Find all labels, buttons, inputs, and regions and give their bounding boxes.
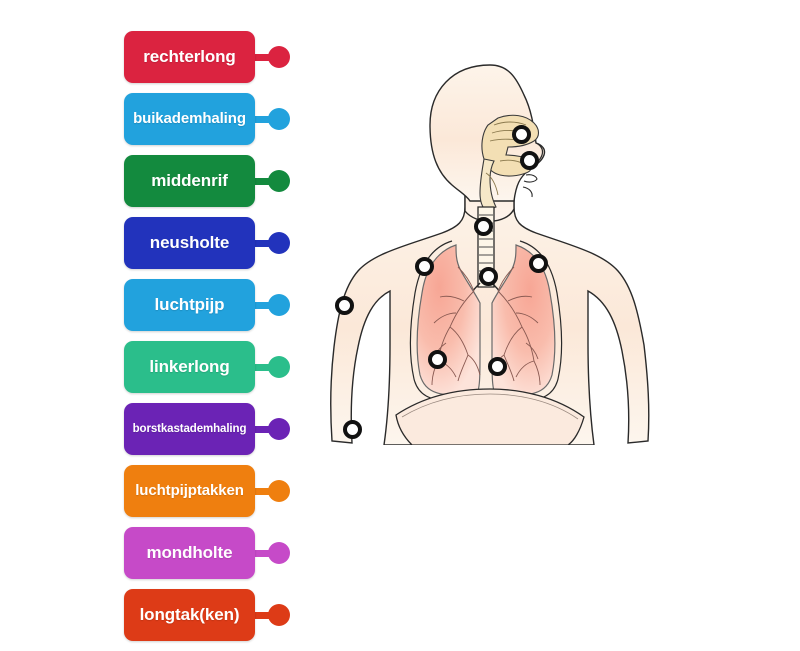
connector-knob[interactable]: [268, 108, 290, 130]
label-row: mondholte: [124, 527, 294, 579]
label-text: luchtpijptakken: [135, 482, 244, 500]
drop-target-chest-breathing[interactable]: [334, 295, 354, 315]
label-connector: [250, 46, 290, 68]
connector-knob[interactable]: [268, 542, 290, 564]
draggable-label-middenrif[interactable]: middenrif: [124, 155, 255, 207]
label-text: middenrif: [151, 171, 228, 191]
label-connector: [250, 232, 290, 254]
label-text: linkerlong: [149, 357, 230, 377]
label-row: luchtpijptakken: [124, 465, 294, 517]
pharynx: [479, 158, 497, 212]
label-connector: [250, 542, 290, 564]
chin-line: [522, 186, 533, 198]
drop-target-right-lung[interactable]: [414, 256, 434, 276]
diaphragm-inner-line: [401, 393, 579, 420]
drop-target-lung-lobe[interactable]: [427, 349, 447, 369]
connector-knob[interactable]: [268, 604, 290, 626]
lips-line: [523, 174, 538, 183]
connector-knob[interactable]: [268, 232, 290, 254]
connector-knob[interactable]: [268, 170, 290, 192]
label-row: rechterlong: [124, 31, 294, 83]
connector-stem: [250, 487, 270, 495]
draggable-label-neusholte[interactable]: neusholte: [124, 217, 255, 269]
drop-target-abdominal-breathing[interactable]: [342, 419, 362, 439]
label-text: luchtpijp: [154, 295, 225, 315]
respiratory-system-illustration: [330, 64, 650, 445]
label-row: buikademhaling: [124, 93, 294, 145]
draggable-label-rechterlong[interactable]: rechterlong: [124, 31, 255, 83]
label-connector: [250, 480, 290, 502]
drop-target-diaphragm[interactable]: [487, 356, 507, 376]
label-row: neusholte: [124, 217, 294, 269]
epiglottis-line: [485, 172, 499, 196]
draggable-label-luchtpijp[interactable]: luchtpijp: [124, 279, 255, 331]
connector-stem: [250, 53, 270, 61]
label-row: longtak(ken): [124, 589, 294, 641]
label-connector: [250, 294, 290, 316]
label-connector: [250, 170, 290, 192]
connector-stem: [250, 115, 270, 123]
connector-stem: [250, 239, 270, 247]
label-row: linkerlong: [124, 341, 294, 393]
draggable-label-luchtpijptakken[interactable]: luchtpijptakken: [124, 465, 255, 517]
label-connector: [250, 108, 290, 130]
drop-target-nasal-cavity[interactable]: [511, 124, 531, 144]
drop-target-bronchus[interactable]: [478, 266, 498, 286]
connector-knob[interactable]: [268, 480, 290, 502]
draggable-label-mondholte[interactable]: mondholte: [124, 527, 255, 579]
label-row: borstkastademhaling: [124, 403, 294, 455]
connector-stem: [250, 425, 270, 433]
label-text: neusholte: [149, 233, 230, 253]
connector-stem: [250, 301, 270, 309]
connector-stem: [250, 549, 270, 557]
activity-stage: rechterlong buikademhaling middenrif neusho…: [124, 31, 660, 641]
diaphragm: [395, 388, 585, 445]
draggable-label-buikademhaling[interactable]: buikademhaling: [124, 93, 255, 145]
label-text: longtak(ken): [139, 605, 240, 625]
draggable-label-longtakken[interactable]: longtak(ken): [124, 589, 255, 641]
drop-target-trachea-upper[interactable]: [473, 216, 493, 236]
draggable-label-linkerlong[interactable]: linkerlong: [124, 341, 255, 393]
drop-target-oral-cavity[interactable]: [519, 150, 539, 170]
connector-knob[interactable]: [268, 46, 290, 68]
draggable-label-borstkastademhaling[interactable]: borstkastademhaling: [124, 403, 255, 455]
drop-target-left-lung[interactable]: [528, 253, 548, 273]
connector-knob[interactable]: [268, 418, 290, 440]
label-list: rechterlong buikademhaling middenrif neusho…: [124, 31, 294, 651]
connector-knob[interactable]: [268, 294, 290, 316]
label-text: borstkastademhaling: [132, 422, 247, 435]
label-connector: [250, 604, 290, 626]
label-text: buikademhaling: [133, 110, 246, 128]
label-row: luchtpijp: [124, 279, 294, 331]
nasal-detail-1: [493, 121, 527, 126]
label-text: rechterlong: [143, 47, 236, 67]
label-row: middenrif: [124, 155, 294, 207]
label-text: mondholte: [146, 543, 233, 563]
label-connector: [250, 356, 290, 378]
anatomy-figure: [330, 55, 660, 445]
connector-knob[interactable]: [268, 356, 290, 378]
connector-stem: [250, 177, 270, 185]
label-connector: [250, 418, 290, 440]
connector-stem: [250, 363, 270, 371]
